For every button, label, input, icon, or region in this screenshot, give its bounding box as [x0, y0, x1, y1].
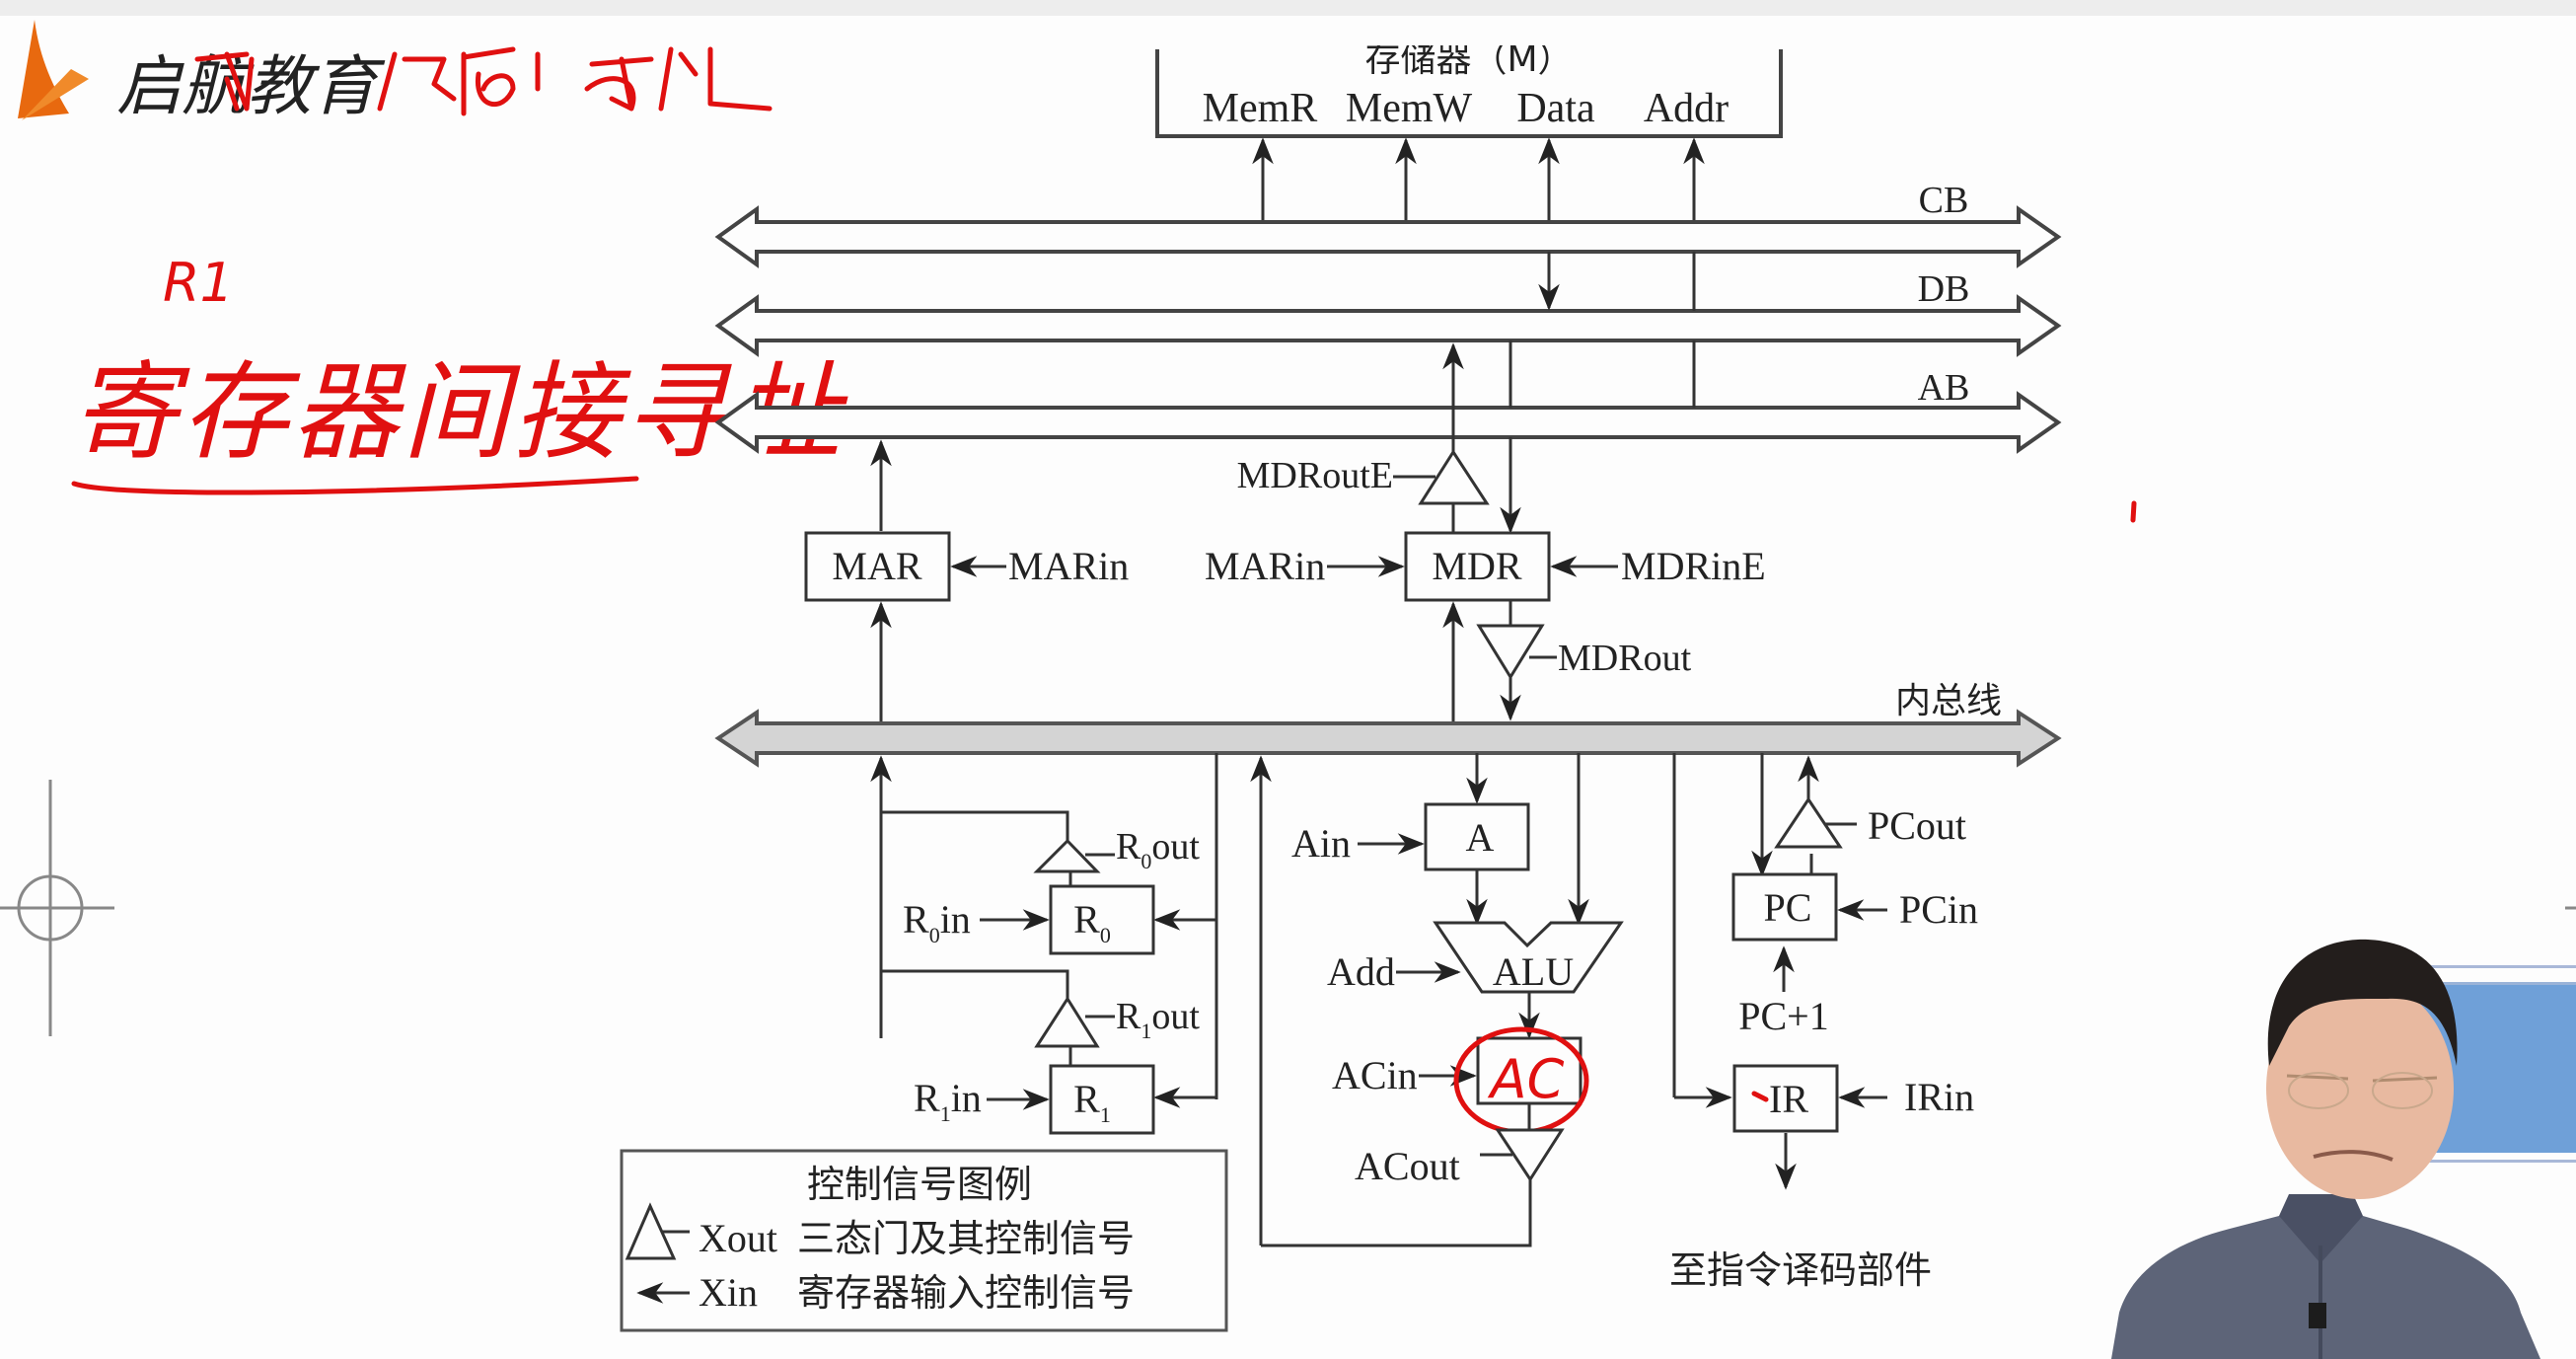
mar-label: MAR	[832, 544, 921, 588]
handwritten-subscript-note: R1	[163, 252, 234, 314]
memory-port-memw: MemW	[1346, 86, 1473, 131]
alu-label: ALU	[1493, 949, 1574, 994]
bus-db: DB	[714, 268, 2062, 357]
lapel-mic-icon	[2309, 1303, 2326, 1328]
handwritten-tick-mark	[2130, 500, 2137, 523]
mdr-register: MDR	[1404, 531, 1551, 602]
r1out-gate-icon	[1034, 996, 1115, 1048]
handwritten-topic-heading: 寄存器间接寻址	[71, 351, 848, 475]
memory-port-data: Data	[1516, 86, 1595, 131]
memory-port-memr: MemR	[1203, 86, 1318, 131]
legend-xin-code: Xin	[699, 1270, 758, 1315]
add-label: Add	[1327, 949, 1395, 994]
pcout-gate-icon	[1774, 796, 1857, 849]
alu-unit: ALU	[1433, 921, 1624, 994]
sail-logo-icon	[18, 20, 89, 120]
a-register: A	[1424, 802, 1530, 871]
legend-xin-desc: 寄存器输入控制信号	[797, 1271, 1135, 1315]
acout-label: ACout	[1355, 1144, 1460, 1188]
mdr-label: MDR	[1432, 544, 1521, 588]
ac-register	[1476, 1036, 1582, 1105]
r0in-label: R0in	[903, 897, 971, 947]
pcin-label: PCin	[1899, 887, 1978, 932]
pc-register: PC	[1731, 872, 1838, 942]
internal-bus: 内总线	[714, 681, 2062, 768]
ain-label: Ain	[1291, 821, 1351, 866]
handwritten-tick-mark	[1751, 1091, 1769, 1102]
r1in-label: R1in	[914, 1076, 982, 1126]
handwritten-underline	[71, 476, 639, 495]
r0out-gate-icon	[1033, 838, 1115, 873]
slide-decoration-line	[2407, 965, 2576, 968]
pcout-label: PCout	[1868, 803, 1966, 848]
crosshair-icon	[0, 780, 114, 1036]
mdr-marin-label: MARin	[1205, 544, 1325, 588]
acin-label: ACin	[1332, 1053, 1418, 1097]
bus-crossing-lines	[1509, 252, 1696, 408]
general-register-wiring	[870, 753, 1218, 1108]
acout-gate-icon	[1480, 1128, 1565, 1182]
slide-decoration-line	[2407, 1160, 2576, 1163]
legend-title: 控制信号图例	[807, 1163, 1032, 1206]
bus-label-ab: AB	[1918, 367, 1970, 409]
bus-label-db: DB	[1918, 268, 1970, 310]
ac-label: AC	[1488, 1048, 1565, 1110]
internal-bus-label: 内总线	[1895, 681, 2002, 721]
ir-destination-label: 至指令译码部件	[1669, 1248, 1932, 1292]
mdroute-label: MDRoutE	[1237, 455, 1393, 496]
legend-xout-desc: 三态门及其控制信号	[797, 1217, 1135, 1260]
presenter-video	[2111, 939, 2540, 1359]
memory-port-addr: Addr	[1644, 86, 1729, 131]
alu-wiring	[1250, 753, 1676, 1247]
a-label: A	[1466, 815, 1495, 860]
r0out-label: R0out	[1116, 826, 1200, 873]
r1out-label: R1out	[1116, 996, 1200, 1043]
bus-ab: AB	[714, 367, 2062, 454]
pc-increment-label: PC+1	[1738, 994, 1828, 1038]
r1-label: R1	[1073, 1077, 1111, 1127]
memory-box: 存储器（M） MemR MemW Data Addr	[1155, 39, 1783, 138]
mdrout-gate-icon	[1476, 600, 1557, 721]
ir-register: IR	[1732, 1064, 1839, 1133]
tristate-gate-icon	[625, 1202, 690, 1260]
mdrout-label: MDRout	[1558, 638, 1692, 679]
handwritten-title-scribble	[194, 46, 773, 116]
r0-label: R0	[1073, 897, 1111, 947]
r0-register: R0	[1049, 884, 1155, 955]
bus-cb: CB	[714, 180, 2062, 268]
r1-register: R1	[1049, 1064, 1155, 1135]
legend-box: 控制信号图例 Xout 三态门及其控制信号 Xin 寄存器输入控制信号	[620, 1149, 1228, 1332]
marin-label: MARin	[1008, 544, 1129, 588]
legend-xout-code: Xout	[699, 1216, 777, 1260]
mar-register: MAR	[804, 531, 951, 602]
bus-label-cb: CB	[1919, 180, 1969, 221]
memory-title: 存储器（M）	[1364, 39, 1573, 80]
irin-label: IRin	[1904, 1075, 1974, 1119]
mdroute-gate-icon	[1393, 449, 1490, 533]
ir-label: IR	[1769, 1077, 1808, 1121]
pc-ir-wiring	[1674, 753, 1819, 1190]
pc-label: PC	[1764, 885, 1812, 930]
mdrine-label: MDRinE	[1621, 544, 1766, 588]
